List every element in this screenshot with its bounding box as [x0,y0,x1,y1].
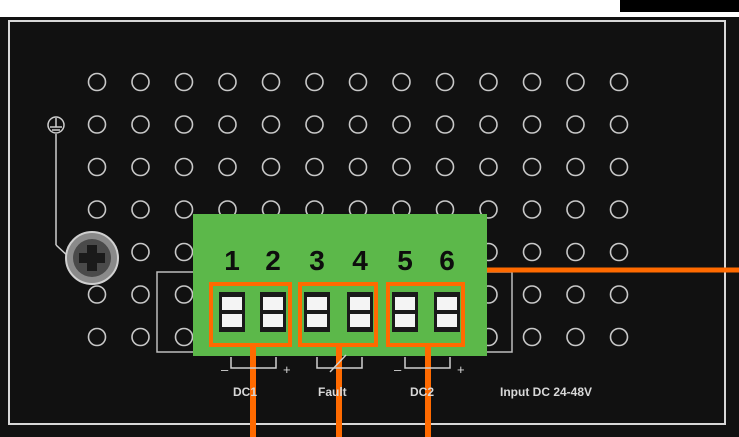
dc1-plus-label: + [283,362,291,377]
vent-hole [348,72,368,92]
vent-hole [479,200,498,219]
vent-hole [87,285,107,304]
fault-label: Fault [318,385,347,399]
vent-hole [609,327,629,347]
vent-hole [566,200,585,219]
vent-hole [174,157,194,177]
vent-hole [218,115,237,134]
terminal-slot-4[interactable] [347,292,373,332]
vent-hole [174,115,194,134]
vent-hole [392,115,411,134]
terminal-slot-3[interactable] [304,292,330,332]
vent-hole [87,157,107,177]
ground-screw-icon[interactable] [65,231,119,285]
vent-hole [305,157,324,177]
top-right-edge [620,0,739,12]
terminal-slot-6[interactable] [434,292,460,332]
vent-hole [87,200,107,219]
terminal-slots [219,292,460,332]
vent-hole [131,242,150,262]
vent-hole [131,327,150,347]
vent-hole [522,200,542,219]
pin-number-5: 5 [397,245,413,276]
vent-hole [87,115,107,134]
vent-hole [609,200,629,219]
dc2-label: DC2 [410,385,434,399]
vent-hole [566,115,585,134]
vent-hole [435,157,455,177]
vent-hole [522,285,542,304]
vent-hole [174,72,194,92]
vent-hole [566,327,585,347]
terminal-slot-5[interactable] [392,292,418,332]
vent-hole [261,157,281,177]
fault-switch-mark [329,354,347,373]
vent-hole [174,242,194,262]
dc2-minus-label: – [394,362,402,377]
vent-hole [435,115,455,134]
vent-hole [261,115,281,134]
vent-hole [392,157,411,177]
dc2-bracket [404,357,451,369]
vent-hole [522,327,542,347]
pin-number-4: 4 [352,245,368,276]
vent-hole [566,157,585,177]
vent-hole [87,327,107,347]
dc1-label: DC1 [233,385,257,399]
vent-hole [174,200,194,219]
vent-hole [566,242,585,262]
vent-hole [174,327,194,347]
vent-hole [609,285,629,304]
terminal-slot-2[interactable] [260,292,286,332]
dc1-minus-label: – [221,362,229,377]
vent-hole [566,285,585,304]
vent-hole [479,72,498,92]
vent-hole [609,242,629,262]
vent-hole [522,242,542,262]
vent-hole [566,72,585,92]
vent-hole [609,157,629,177]
vent-hole [131,115,150,134]
vent-hole [131,157,150,177]
vent-hole [131,285,150,304]
vent-hole [131,72,150,92]
vent-hole [392,72,411,92]
vent-hole [435,72,455,92]
dc2-plus-label: + [457,362,465,377]
vent-hole [305,115,324,134]
dc1-bracket [230,357,277,369]
vent-hole [522,157,542,177]
vent-hole [522,72,542,92]
fault-bracket [316,357,363,369]
vent-hole [609,72,629,92]
vent-hole [479,157,498,177]
panel-frame [8,20,726,425]
pin-number-1: 1 [224,245,240,276]
pin-number-2: 2 [265,245,281,276]
vent-hole [87,72,107,92]
vent-hole [131,200,150,219]
vent-hole [522,115,542,134]
top-background [0,0,739,17]
vent-hole [174,285,194,304]
pin-number-6: 6 [439,245,455,276]
input-voltage-label: Input DC 24-48V [500,385,592,399]
ground-symbol-icon [47,116,65,134]
vent-hole [218,72,237,92]
vent-hole [348,157,368,177]
vent-hole [609,115,629,134]
vent-hole [261,72,281,92]
vent-hole [218,157,237,177]
vent-hole [479,115,498,134]
vent-hole [305,72,324,92]
pin-number-3: 3 [309,245,325,276]
vent-hole [348,115,368,134]
terminal-slot-1[interactable] [219,292,245,332]
